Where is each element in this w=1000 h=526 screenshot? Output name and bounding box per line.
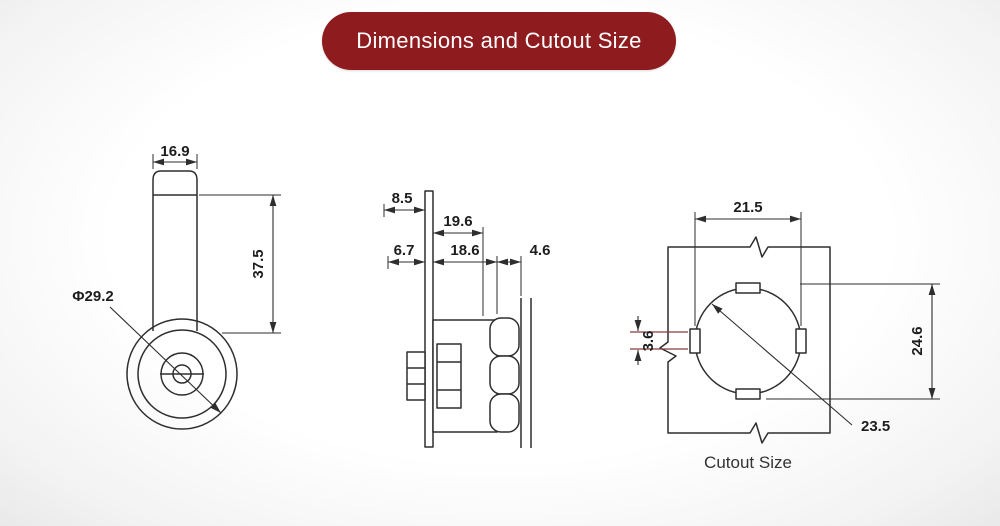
dim-cutout-notch-depth-text: 3.6 bbox=[640, 331, 657, 352]
dim-side-cam-length-text: 19.6 bbox=[443, 213, 472, 230]
title-banner: Dimensions and Cutout Size bbox=[322, 12, 676, 70]
dim-side-top-offset: 8.5 bbox=[383, 190, 425, 217]
dim-side-base-offset-text: 6.7 bbox=[394, 242, 415, 259]
cutout-notch-bottom bbox=[735, 388, 761, 400]
front-view: 16.9 37.5 Φ29.2 bbox=[72, 143, 281, 430]
lock-body-outline bbox=[152, 170, 198, 331]
cutout-view: 23.5 21.5 24.6 3.6 bbox=[630, 199, 940, 472]
dim-cutout-width-text: 21.5 bbox=[733, 199, 762, 216]
dim-front-diameter-text: Φ29.2 bbox=[72, 288, 114, 305]
dim-front-width-text: 16.9 bbox=[160, 143, 189, 160]
dim-side-base-offset: 6.7 bbox=[387, 242, 425, 269]
cam-plate bbox=[424, 190, 434, 448]
dim-side-top-offset-text: 8.5 bbox=[392, 190, 413, 207]
side-view: 8.5 19.6 6.7 18.6 bbox=[383, 190, 550, 448]
dim-side-body-length-text: 18.6 bbox=[450, 242, 479, 259]
dim-cutout-width: 21.5 bbox=[694, 199, 802, 326]
face-middle-circle bbox=[137, 329, 227, 419]
dim-front-height-text: 37.5 bbox=[250, 249, 267, 278]
dim-front-diameter: Φ29.2 bbox=[72, 288, 222, 414]
ring-1 bbox=[489, 317, 520, 357]
dim-cutout-notch-depth: 3.6 bbox=[630, 316, 688, 365]
nut bbox=[436, 343, 462, 409]
washer bbox=[406, 351, 426, 401]
cutout-hole bbox=[694, 287, 802, 395]
dim-front-height: 37.5 bbox=[199, 194, 281, 334]
face-outer-circle bbox=[126, 318, 238, 430]
dim-front-width: 16.9 bbox=[152, 143, 198, 169]
cutout-notch-left bbox=[689, 328, 701, 354]
dim-cutout-height-text: 24.6 bbox=[909, 326, 926, 355]
page-title: Dimensions and Cutout Size bbox=[356, 28, 642, 53]
dim-cutout-diameter-text: 23.5 bbox=[861, 418, 890, 435]
dim-side-head-thickness: 4.6 bbox=[497, 242, 550, 296]
dim-side-body-length: 18.6 bbox=[433, 242, 498, 314]
cutout-notch-right bbox=[795, 328, 807, 354]
ring-2 bbox=[489, 355, 520, 395]
keyway-circle bbox=[172, 364, 192, 384]
cutout-notch-top bbox=[735, 282, 761, 294]
cutout-plate bbox=[659, 236, 831, 444]
ring-3 bbox=[489, 393, 520, 433]
dim-cutout-diameter: 23.5 bbox=[711, 303, 890, 435]
dim-cutout-height: 24.6 bbox=[766, 283, 940, 400]
dim-side-head-thickness-text: 4.6 bbox=[530, 242, 551, 259]
cutout-caption: Cutout Size bbox=[704, 453, 792, 472]
dim-side-cam-length: 19.6 bbox=[433, 213, 484, 316]
